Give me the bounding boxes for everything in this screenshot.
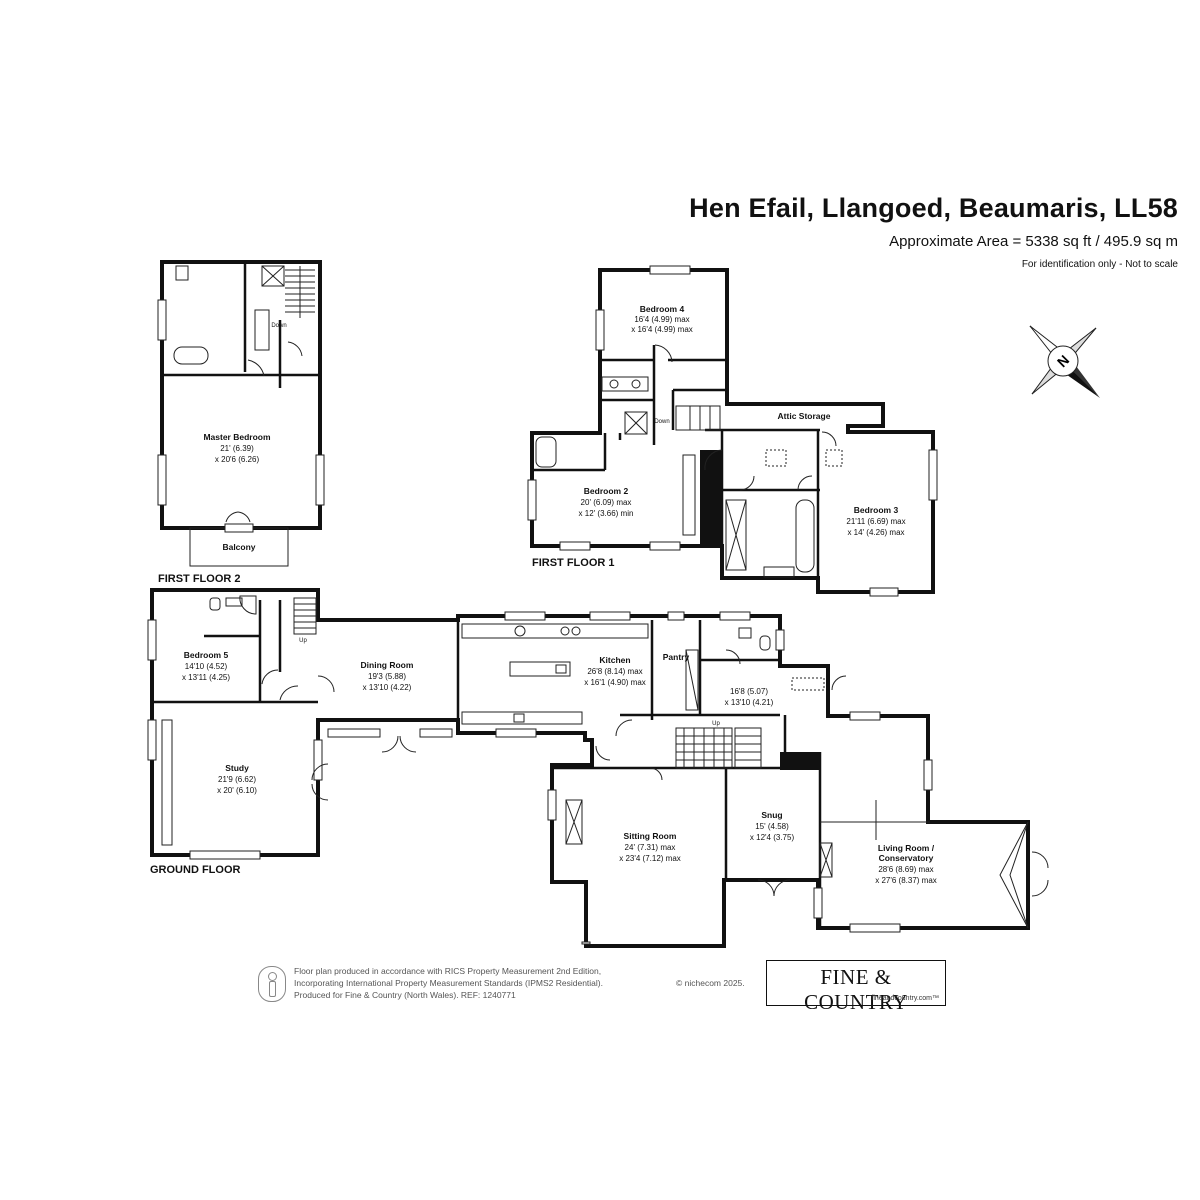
master-bedroom-dim1: 21' (6.39) <box>220 444 254 453</box>
first-floor-1-label: FIRST FLOOR 1 <box>532 557 615 569</box>
dining-room-name: Dining Room <box>361 660 414 670</box>
bedroom-5-dim1: 14'10 (4.52) <box>185 662 228 671</box>
ipms-person-icon <box>258 966 286 1002</box>
bedroom-4-dim1: 16'4 (4.99) max <box>634 315 689 324</box>
bedroom-2-dim1: 20' (6.09) max <box>581 498 632 507</box>
logo-wordmark: FINE & COUNTRY <box>804 965 908 1014</box>
footer-line-3: Produced for Fine & Country (North Wales… <box>294 990 516 1000</box>
bedroom-3-name: Bedroom 3 <box>854 505 899 515</box>
dining-room-dim1: 19'3 (5.88) <box>368 672 406 681</box>
sitting-room-dim2: x 23'4 (7.12) max <box>619 854 681 863</box>
bedroom-4-name: Bedroom 4 <box>640 304 685 314</box>
utility-dim2: x 13'10 (4.21) <box>725 698 774 707</box>
snug-dim1: 15' (4.58) <box>755 822 789 831</box>
property-title: Hen Efail, Llangoed, Beaumaris, LL58 <box>689 193 1178 223</box>
balcony-name: Balcony <box>222 542 255 552</box>
kitchen-dim2: x 16'1 (4.90) max <box>584 678 646 687</box>
kitchen-dim1: 26'8 (8.14) max <box>587 667 642 676</box>
compass-icon: N <box>1029 325 1100 398</box>
bedroom-3-dim2: x 14' (4.26) max <box>847 528 904 537</box>
copyright: © nichecom 2025. <box>676 978 745 988</box>
first-floor-2-plan: Down <box>157 260 325 567</box>
fine-country-logo: FINE & COUNTRY fineandcountry.com™ <box>766 960 946 1014</box>
master-bedroom-dim2: x 20'6 (6.26) <box>215 455 260 464</box>
study-dim1: 21'9 (6.62) <box>218 775 256 784</box>
first-floor-2-label: FIRST FLOOR 2 <box>158 573 241 585</box>
pantry-name: Pantry <box>663 652 690 662</box>
utility-dim1: 16'8 (5.07) <box>730 687 768 696</box>
study-dim2: x 20' (6.10) <box>217 786 257 795</box>
dining-room-dim2: x 13'10 (4.22) <box>363 683 412 692</box>
sitting-room-name: Sitting Room <box>624 831 677 841</box>
bedroom-2-dim2: x 12' (3.66) min <box>579 509 634 518</box>
living-room-dim1: 28'6 (8.69) max <box>878 865 933 874</box>
ground-floor-plan: Up Up <box>147 588 1049 948</box>
bedroom-5-name: Bedroom 5 <box>184 650 229 660</box>
bedroom-2-name: Bedroom 2 <box>584 486 629 496</box>
stairs-up-label-ground-2: Up <box>712 721 720 727</box>
bedroom-5-dim2: x 13'11 (4.25) <box>182 673 230 682</box>
footer-line-1: Floor plan produced in accordance with R… <box>294 966 602 976</box>
living-room-name-2: Conservatory <box>879 853 934 863</box>
logo-url: fineandcountry.com™ <box>871 995 939 1002</box>
first-floor-1-plan: Down <box>527 265 938 597</box>
footer-notes: Floor plan produced in accordance with R… <box>294 965 714 1001</box>
stairs-down-label-first-floor: Down <box>654 419 669 425</box>
sitting-room-dim1: 24' (7.31) max <box>625 843 676 852</box>
study-name: Study <box>225 763 249 773</box>
living-room-name-1: Living Room / <box>878 843 935 853</box>
stairs-up-label-ground: Up <box>299 638 307 644</box>
bedroom-4-dim2: x 16'4 (4.99) max <box>631 325 693 334</box>
stairs-down-label: Down <box>271 323 286 329</box>
snug-dim2: x 12'4 (3.75) <box>750 833 795 842</box>
master-bedroom-name: Master Bedroom <box>203 432 271 442</box>
living-room-dim2: x 27'6 (8.37) max <box>875 876 937 885</box>
kitchen-name: Kitchen <box>599 655 630 665</box>
footer-line-2: Incorporating International Property Mea… <box>294 978 603 988</box>
ground-floor-label: GROUND FLOOR <box>150 864 240 876</box>
snug-name: Snug <box>761 810 782 820</box>
approximate-area: Approximate Area = 5338 sq ft / 495.9 sq… <box>889 233 1178 250</box>
bedroom-3-dim1: 21'11 (6.69) max <box>846 517 905 526</box>
scale-note: For identification only - Not to scale <box>1021 259 1178 270</box>
attic-storage-name: Attic Storage <box>778 411 831 421</box>
